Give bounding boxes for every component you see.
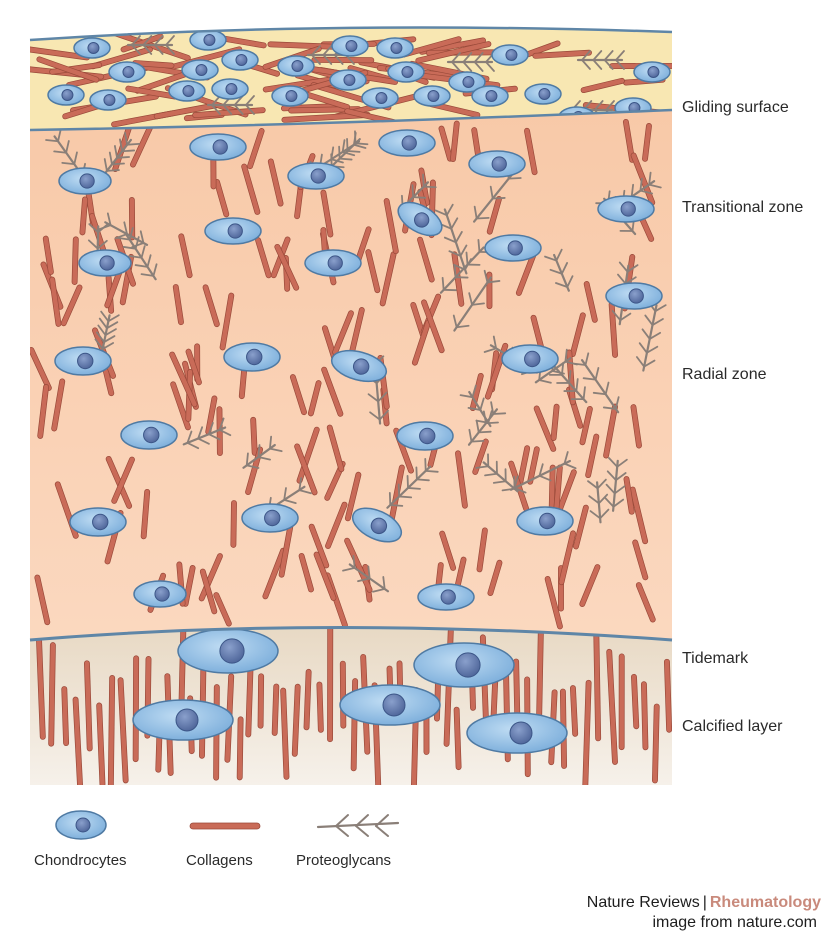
chondrocyte xyxy=(305,250,361,276)
chondrocyte xyxy=(90,90,126,110)
chondrocyte xyxy=(598,196,654,222)
chondrocyte xyxy=(414,86,450,106)
chondrocyte xyxy=(379,130,435,156)
chondrocyte xyxy=(121,421,177,449)
collagen-fiber xyxy=(619,654,624,750)
chondrocyte xyxy=(55,347,111,375)
chondrocyte xyxy=(397,422,453,450)
collagen-fiber xyxy=(231,500,237,547)
chondrocyte xyxy=(472,86,508,106)
chondrocyte xyxy=(190,30,226,50)
legend-chondrocyte-icon xyxy=(56,811,106,839)
chondrocyte xyxy=(224,343,280,371)
legend-label-chondrocytes: Chondrocytes xyxy=(34,852,127,869)
chondrocyte xyxy=(74,38,110,58)
chondrocyte xyxy=(388,62,424,82)
label-tidemark: Tidemark xyxy=(682,650,748,668)
chondrocyte xyxy=(205,218,261,244)
chondrocyte xyxy=(502,345,558,373)
chondrocyte xyxy=(517,507,573,535)
chondrocyte xyxy=(288,163,344,189)
chondrocyte xyxy=(182,60,218,80)
chondrocyte xyxy=(48,85,84,105)
chondrocyte xyxy=(606,283,662,309)
chondrocyte xyxy=(332,36,368,56)
collagen-fiber xyxy=(133,656,139,762)
chondrocyte xyxy=(242,504,298,532)
journal-name: Rheumatology xyxy=(710,894,821,911)
chondrocyte xyxy=(330,70,366,90)
chondrocyte xyxy=(340,685,440,725)
legend-label-proteoglycans: Proteoglycans xyxy=(296,852,391,869)
credit-separator: | xyxy=(703,894,707,911)
chondrocyte xyxy=(362,88,398,108)
collagen-fiber xyxy=(108,675,115,793)
chondrocyte xyxy=(278,56,314,76)
legend-collagen-icon xyxy=(190,823,260,829)
collagen-fiber xyxy=(312,57,374,63)
chondrocyte xyxy=(418,584,474,610)
chondrocyte xyxy=(525,84,561,104)
collagen-fiber xyxy=(340,661,346,728)
collagen-fiber xyxy=(327,623,332,742)
legend-proteoglycan-icon xyxy=(318,815,398,836)
chondrocyte xyxy=(492,45,528,65)
chondrocyte xyxy=(190,134,246,160)
chondrocyte xyxy=(467,713,567,753)
legend-label-collagens: Collagens xyxy=(186,852,253,869)
chondrocyte xyxy=(272,86,308,106)
chondrocyte xyxy=(59,168,111,194)
chondrocyte xyxy=(414,643,514,687)
chondrocyte xyxy=(212,79,248,99)
chondrocyte xyxy=(222,50,258,70)
chondrocyte xyxy=(134,581,186,607)
label-transitional-zone: Transitional zone xyxy=(682,199,803,217)
chondrocyte xyxy=(634,62,670,82)
chondrocyte xyxy=(377,38,413,58)
chondrocyte xyxy=(469,151,525,177)
collagen-fiber xyxy=(258,674,264,729)
label-gliding-surface: Gliding surface xyxy=(682,99,789,117)
image-source: image from nature.com xyxy=(652,914,817,932)
chondrocyte xyxy=(70,508,126,536)
chondrocyte xyxy=(485,235,541,261)
collagen-fiber xyxy=(237,717,243,780)
chondrocyte xyxy=(79,250,131,276)
collagen-fiber xyxy=(72,237,79,285)
publisher-credit: Nature Reviews|Rheumatology xyxy=(587,894,821,912)
chondrocyte xyxy=(169,81,205,101)
publisher-name: Nature Reviews xyxy=(587,894,700,911)
label-calcified-layer: Calcified layer xyxy=(682,718,782,736)
chondrocyte xyxy=(133,700,233,740)
chondrocyte xyxy=(109,62,145,82)
label-radial-zone: Radial zone xyxy=(682,366,767,384)
chondrocyte xyxy=(178,629,278,673)
